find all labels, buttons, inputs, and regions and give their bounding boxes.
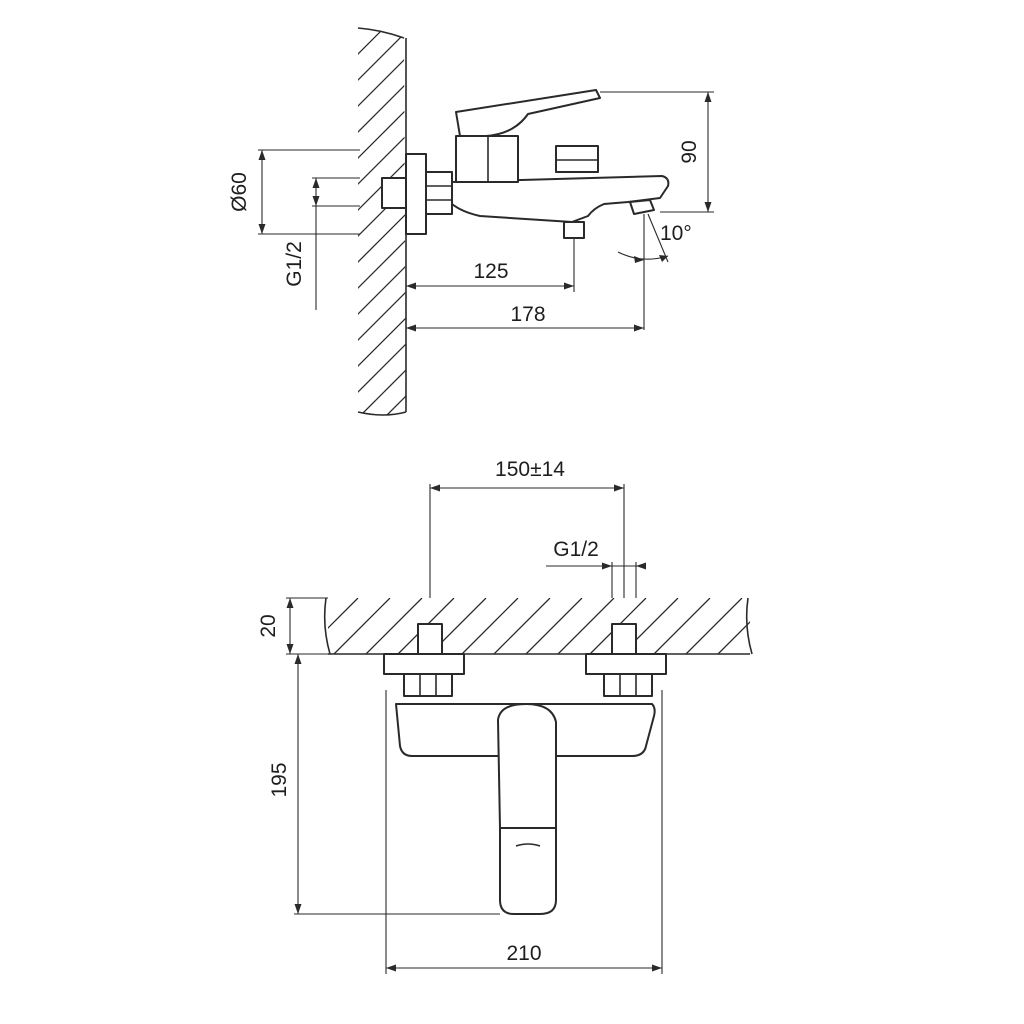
dim-height-label: 90 xyxy=(678,140,701,163)
counter-section xyxy=(323,597,753,655)
dim-outlet-label: 125 xyxy=(473,260,508,283)
front-dimensions: 150±14 G1/2 20 195 xyxy=(257,458,663,974)
faucet-front xyxy=(383,623,667,915)
dim-spout-label: 178 xyxy=(510,303,545,326)
wall-section xyxy=(357,27,407,416)
dim-width-label: 210 xyxy=(506,942,541,965)
front-view: 150±14 G1/2 20 195 xyxy=(257,458,753,974)
dim-spacing-label: 150±14 xyxy=(495,458,565,481)
dim-height-label-front: 195 xyxy=(268,762,291,797)
dim-wall-label: 20 xyxy=(257,614,280,637)
side-view: Ø60 G1/2 90 10° xyxy=(228,27,714,416)
side-dimensions: Ø60 G1/2 90 10° xyxy=(228,91,714,332)
dim-thread-label: G1/2 xyxy=(283,241,306,287)
dim-thread-label-front: G1/2 xyxy=(553,538,599,561)
dim-diameter-label: Ø60 xyxy=(228,172,251,212)
dim-angle-label: 10° xyxy=(660,222,692,245)
faucet-side-profile xyxy=(381,89,670,239)
